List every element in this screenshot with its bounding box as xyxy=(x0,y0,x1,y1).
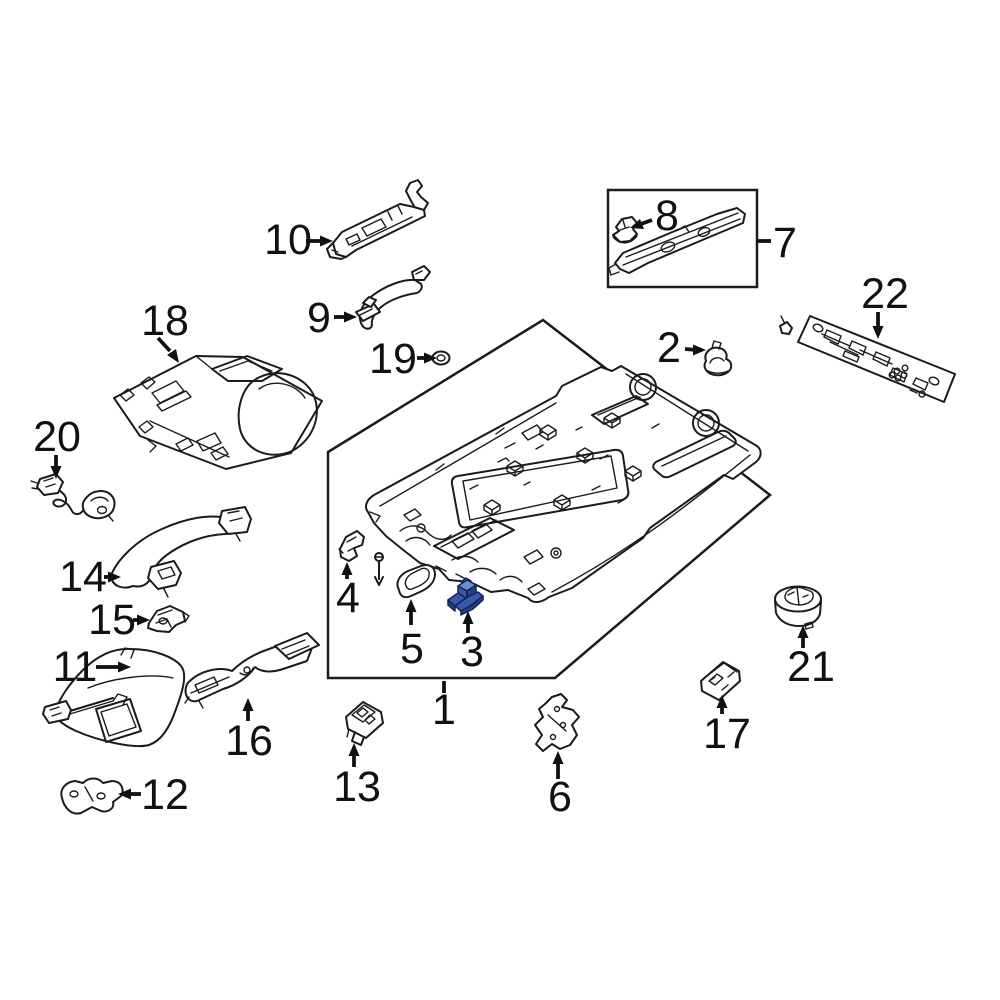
callout-7-label: 7 xyxy=(773,219,797,267)
part-15-drawing xyxy=(147,605,190,633)
part-9-drawing xyxy=(355,265,431,330)
part-22-drawing xyxy=(779,315,956,403)
callout-20-label: 20 xyxy=(33,413,81,461)
callout-8-arrow xyxy=(640,218,653,226)
part-20-drawing xyxy=(30,473,116,522)
callout-10-label: 10 xyxy=(264,216,312,264)
callout-11-label: 11 xyxy=(53,643,98,691)
part-14-drawing xyxy=(110,506,252,598)
part-18-drawing xyxy=(113,355,323,470)
callout-1-label: 1 xyxy=(432,686,456,734)
part-7-drawing xyxy=(608,207,746,276)
part-4-drawing xyxy=(338,530,365,562)
callout-6-label: 6 xyxy=(548,773,572,821)
callout-5-label: 5 xyxy=(400,625,424,673)
part-12-drawing xyxy=(60,777,124,815)
part-11-drawing xyxy=(42,647,186,747)
part-13-drawing xyxy=(345,701,384,746)
part-17-drawing xyxy=(700,661,741,701)
part-2-drawing xyxy=(703,340,733,377)
callout-15-label: 15 xyxy=(88,596,136,644)
callout-14-label: 14 xyxy=(59,553,107,601)
callout-21-label: 21 xyxy=(787,643,835,691)
retainer-pin-drawing xyxy=(374,552,384,586)
part-16-drawing xyxy=(184,632,320,709)
part-7-8-group-box xyxy=(606,188,759,289)
callout-17-label: 17 xyxy=(703,710,751,758)
callout-19-label: 19 xyxy=(369,335,417,383)
callout-2-label: 2 xyxy=(657,324,681,372)
part-5-drawing xyxy=(396,564,436,599)
part-1-headliner-drawing xyxy=(365,365,762,603)
part-3-drawing-highlighted xyxy=(447,577,484,616)
part-6-drawing xyxy=(534,693,580,752)
part-21-drawing xyxy=(774,585,822,630)
callout-arrows xyxy=(50,218,884,800)
part-8-drawing xyxy=(612,216,638,244)
callout-labels: 1 2 3 4 5 6 7 8 9 10 11 12 13 14 15 16 1… xyxy=(33,192,909,821)
callout-9-label: 9 xyxy=(307,294,331,342)
callout-3-label: 3 xyxy=(460,628,484,676)
callout-8-label: 8 xyxy=(655,192,679,240)
callout-22-label: 22 xyxy=(861,270,909,318)
callout-18-arrow xyxy=(156,336,172,353)
callout-4-label: 4 xyxy=(336,574,360,622)
callout-16-label: 16 xyxy=(225,717,273,765)
callout-13-label: 13 xyxy=(333,763,381,811)
callout-18-label: 18 xyxy=(141,297,189,345)
mount-hole xyxy=(629,373,657,401)
callout-12-label: 12 xyxy=(141,771,189,819)
mount-hole xyxy=(692,409,720,437)
part-10-drawing xyxy=(326,179,429,260)
